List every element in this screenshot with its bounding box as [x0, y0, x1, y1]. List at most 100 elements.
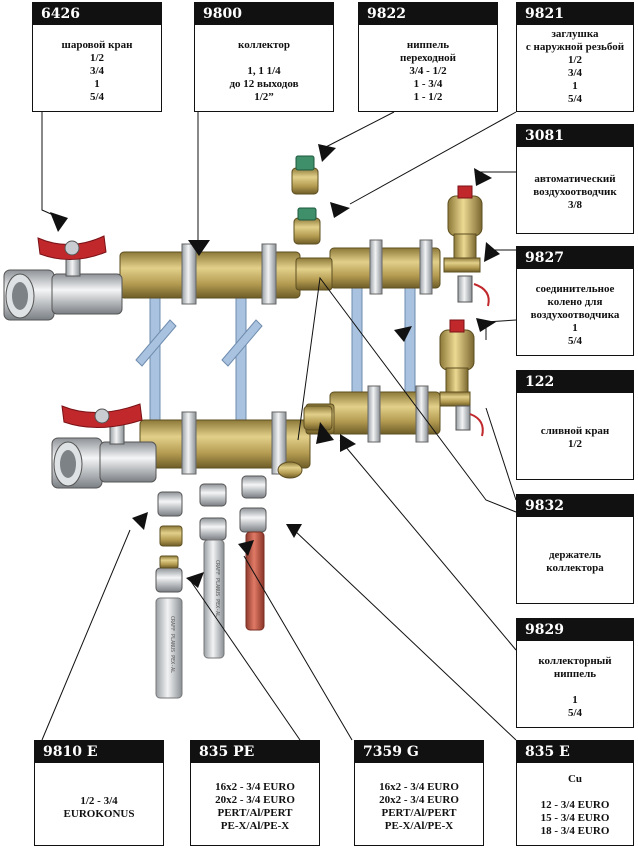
card-line: 1/2 [567, 438, 583, 450]
arrow-9827b [476, 318, 496, 332]
pipe-print-1: CRAFF PLANUS PEX-AL [169, 616, 175, 673]
card-code: 122 [517, 371, 633, 393]
card-9800: 9800 коллектор 1, 1 1/4 до 12 выходов 1/… [194, 2, 334, 112]
card-line: заглушка [551, 28, 599, 40]
card-line: ниппель [406, 39, 450, 51]
manifold-upper [119, 239, 441, 305]
card-code: 7359 G [355, 741, 483, 763]
pointer-arrows [50, 144, 500, 588]
card-line: переходной [399, 52, 456, 64]
card-line: PE-X/Al/PE-X [220, 820, 290, 832]
card-line: с наружной резьбой [525, 41, 625, 53]
pipe-print: CRAFF PLANUS PEX-AL CRAFF PLANUS PEX-AL [169, 560, 220, 673]
arrow-9822b [330, 202, 350, 218]
air-vent-lower [439, 319, 484, 437]
arrow-9810e [132, 512, 148, 530]
card-line: воздухоотводчик [533, 186, 617, 198]
card-line: 1 [572, 322, 578, 334]
card-122: 122 сливной кран 1/2 [516, 370, 634, 480]
card-9827: 9827 соединительное колено для воздухоот… [516, 246, 634, 356]
card-7359g: 7359 G 16x2 - 3/4 EURO 20x2 - 3/4 EURO P… [354, 740, 484, 846]
card-line: колено для [547, 296, 603, 308]
card-line: коллектор [238, 39, 290, 51]
card-line: 3/4 [567, 67, 583, 79]
card-line: 5/4 [89, 91, 105, 103]
arrow-9827 [484, 242, 500, 262]
card-line: PERT/Al/PERT [381, 807, 457, 819]
card-line: до 12 выходов [229, 78, 299, 90]
card-line: 5/4 [567, 335, 583, 347]
card-line: 1/2” [254, 91, 274, 103]
card-code: 9822 [359, 3, 497, 25]
card-code: 835 PE [191, 741, 319, 763]
card-code: 9827 [517, 247, 633, 269]
ball-valve-lower [51, 403, 157, 489]
arrow-3081 [474, 168, 492, 186]
card-line: PERT/Al/PERT [217, 807, 293, 819]
card-3081: 3081 автоматический воздухоотводчик 3/8 [516, 124, 634, 234]
arrow-122 [394, 326, 412, 342]
card-line: ниппель [553, 668, 597, 680]
arrow-6426 [50, 212, 68, 232]
card-line: 1/2 [89, 52, 105, 64]
card-line: воздухоотводчика [530, 309, 620, 321]
card-835e: 835 E Cu 12 - 3/4 EURO 15 - 3/4 EURO 18 … [516, 740, 634, 846]
card-code: 6426 [33, 3, 161, 25]
adapter-nipples [277, 155, 333, 479]
card-line: 15 - 3/4 EURO [540, 812, 610, 824]
card-code: 3081 [517, 125, 633, 147]
card-line: коллекторный [538, 655, 612, 667]
card-line: 5/4 [567, 707, 583, 719]
card-code: 9800 [195, 3, 333, 25]
card-line: 20x2 - 3/4 EURO [215, 794, 295, 806]
card-line: 3/4 - 1/2 [409, 65, 447, 77]
arrow-835pe [186, 572, 204, 588]
manifold-lower [139, 385, 441, 475]
card-line: 1 - 1/2 [413, 91, 443, 103]
card-code: 9832 [517, 495, 633, 517]
arrow-9829 [340, 434, 356, 452]
card-835pe: 835 PE 16x2 - 3/4 EURO 20x2 - 3/4 EURO P… [190, 740, 320, 846]
card-line: 1 [94, 78, 100, 90]
compression-fittings [155, 475, 267, 593]
arrow-9800 [188, 240, 210, 256]
ball-valve-upper [3, 235, 123, 321]
arrow-9832 [316, 422, 334, 444]
card-line [199, 52, 329, 65]
card-line: 1/2 [567, 54, 583, 66]
card-9832: 9832 держатель коллектора [516, 494, 634, 604]
card-9821: 9821 заглушка с наружной резьбой 1/2 3/4… [516, 2, 634, 112]
card-9829: 9829 коллекторный ниппель 1 5/4 [516, 618, 634, 728]
card-code: 9829 [517, 619, 633, 641]
card-6426: 6426 шаровой кран 1/2 3/4 1 5/4 [32, 2, 162, 112]
arrow-7359g [238, 540, 254, 556]
card-line: сливной кран [540, 425, 610, 437]
air-vent-upper [443, 185, 490, 307]
card-line [521, 786, 629, 799]
card-line: 16x2 - 3/4 EURO [379, 781, 459, 793]
card-line: 1, 1 1/4 [247, 65, 281, 77]
card-line: держатель [548, 549, 602, 561]
card-9810e: 9810 E 1/2 - 3/4 EUROKONUS [34, 740, 164, 846]
card-line: 3/4 [89, 65, 105, 77]
card-line: коллектора [546, 562, 604, 574]
card-line: EUROKONUS [63, 808, 135, 820]
arrow-835e [286, 524, 302, 538]
card-code: 9821 [517, 3, 633, 25]
card-line: 1 [572, 80, 578, 92]
card-9822: 9822 ниппель переходной 3/4 - 1/2 1 - 3/… [358, 2, 498, 112]
arrow-9822 [318, 144, 336, 162]
card-line: PE-X/Al/PE-X [384, 820, 454, 832]
card-code: 835 E [517, 741, 633, 763]
card-line: 12 - 3/4 EURO [540, 799, 610, 811]
card-line: 1 - 3/4 [413, 78, 443, 90]
card-line: 20x2 - 3/4 EURO [379, 794, 459, 806]
card-line: 18 - 3/4 EURO [540, 825, 610, 837]
card-line: 3/8 [567, 199, 583, 211]
card-line: 1/2 - 3/4 [80, 795, 118, 807]
card-line: Cu [567, 773, 583, 785]
card-line: автоматический [534, 173, 616, 185]
card-line: шаровой кран [61, 39, 133, 51]
card-line [521, 681, 629, 694]
